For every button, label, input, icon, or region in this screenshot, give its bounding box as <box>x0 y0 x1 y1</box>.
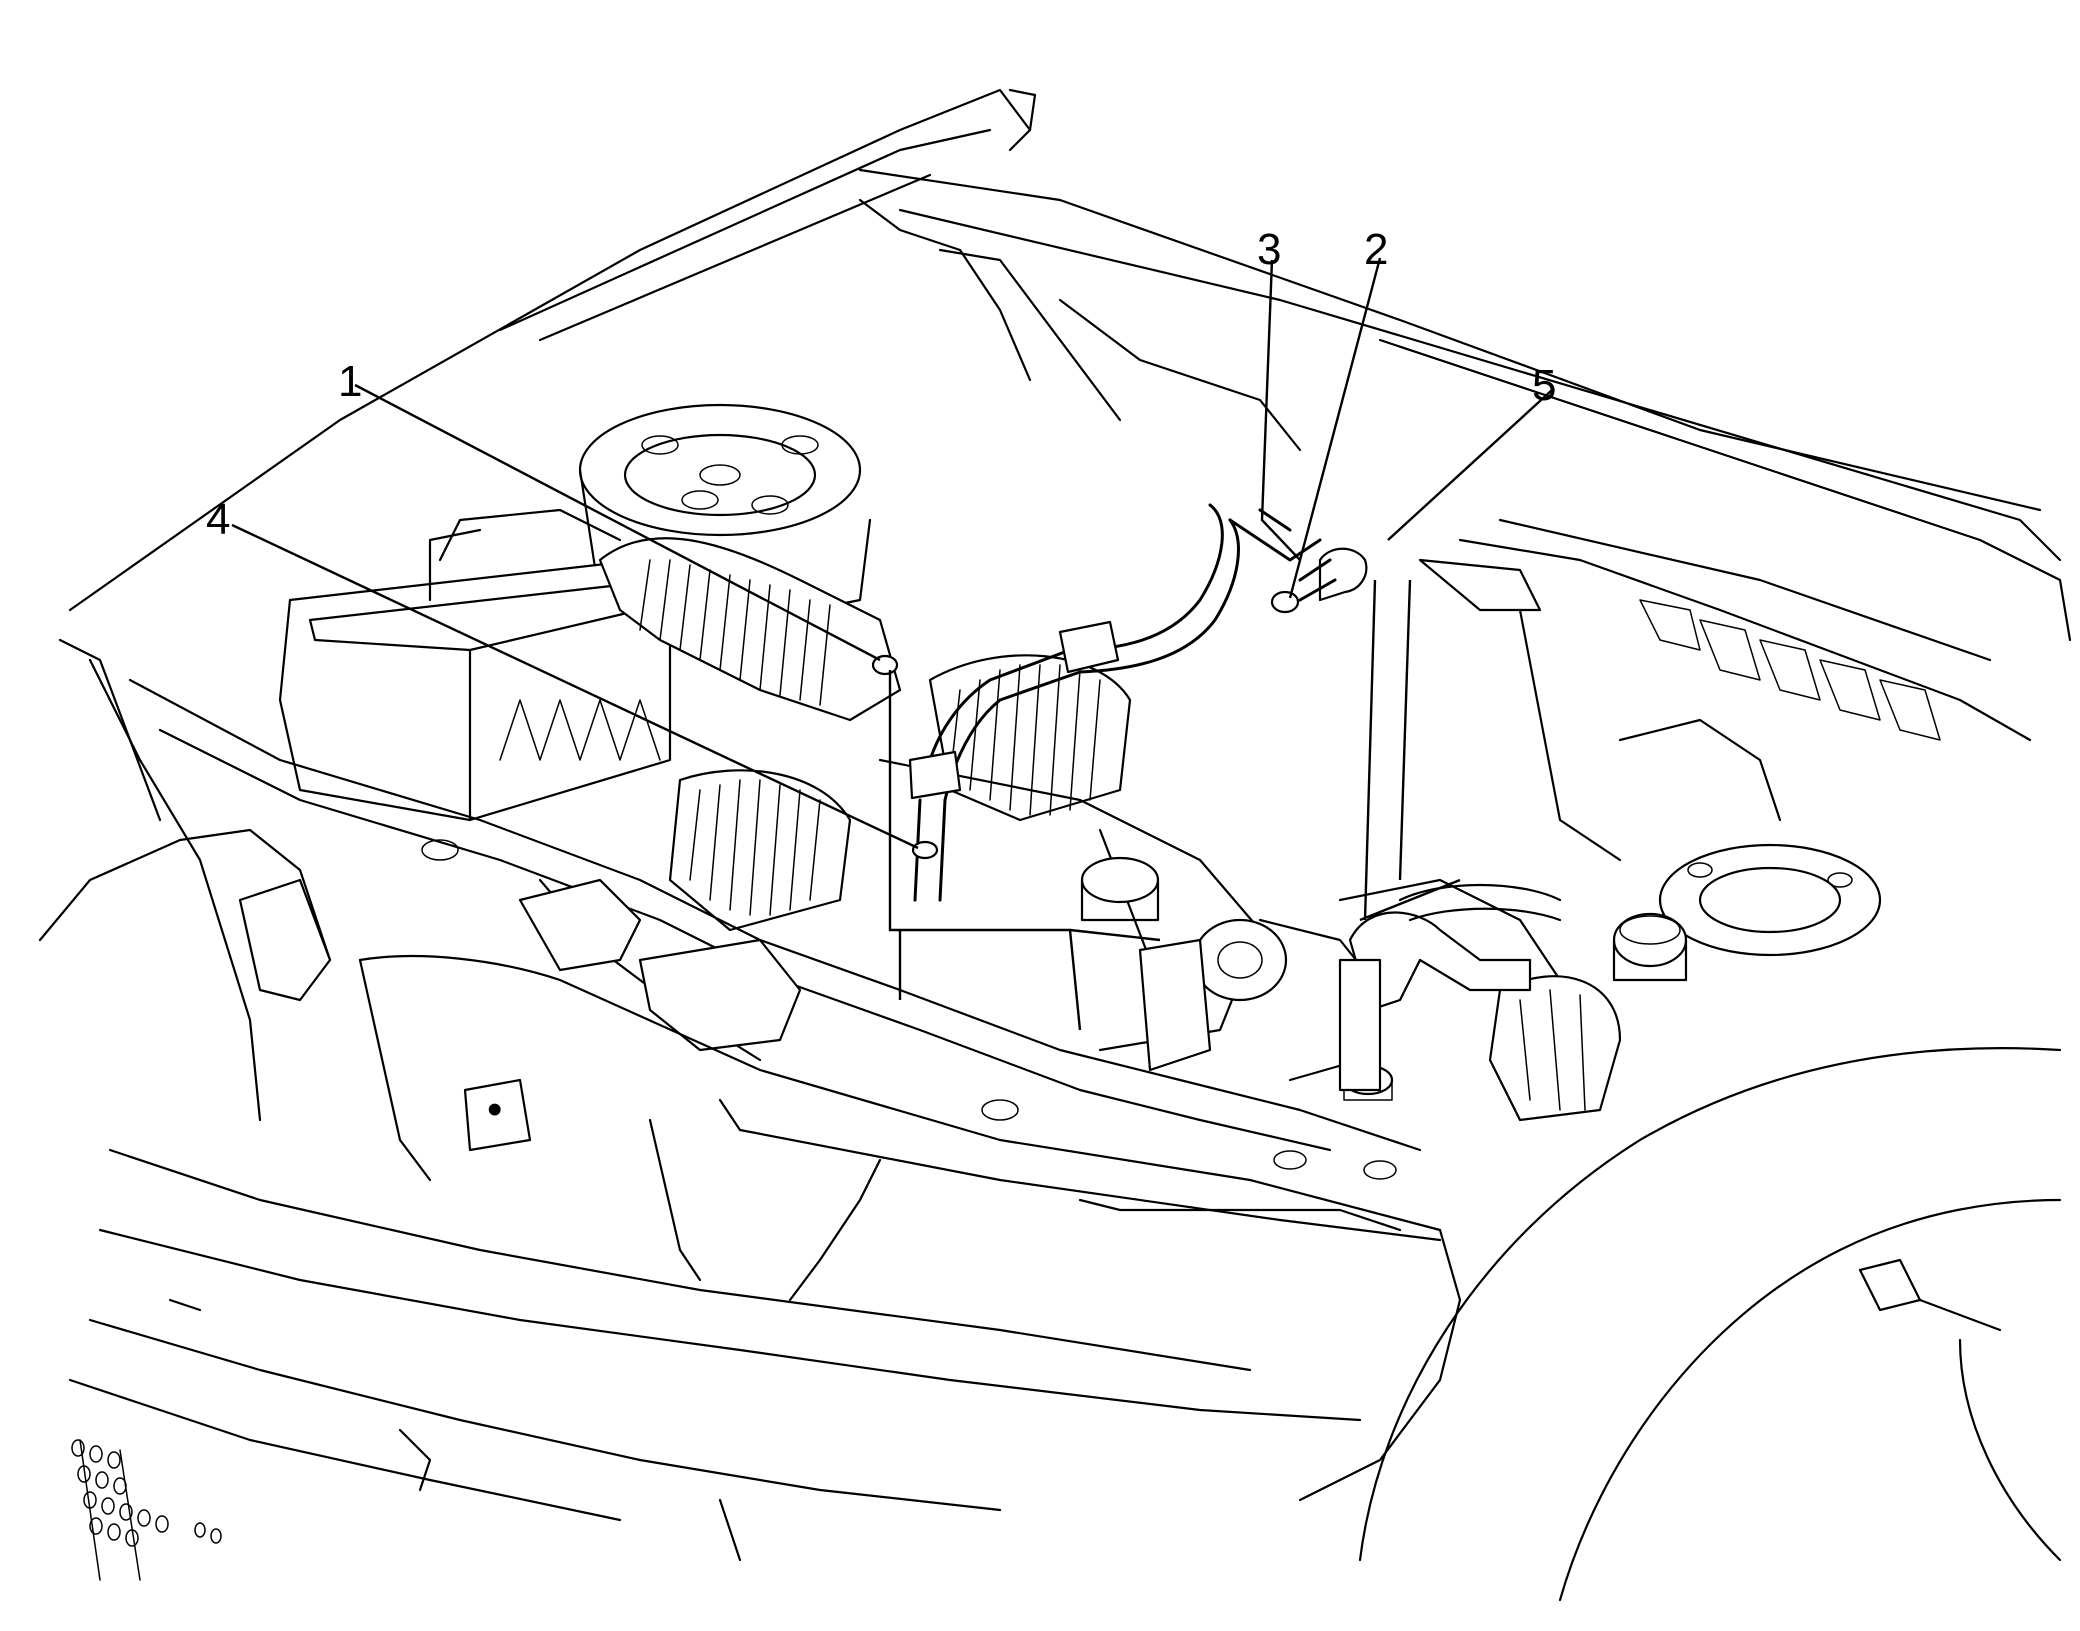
hose-clamp-4 <box>911 840 939 860</box>
hose-fitting-2 <box>1270 590 1300 614</box>
front-fascia <box>68 954 1462 1581</box>
right-strut-tower <box>1658 843 1882 957</box>
left-fender <box>38 638 332 1122</box>
coolant-hoses <box>1338 883 1562 1092</box>
engine-block <box>878 758 1688 1122</box>
grille-badge: • <box>463 1078 532 1152</box>
hood-outline <box>68 88 2072 642</box>
callout-5: 5 <box>1532 361 1556 410</box>
air-cleaner-box <box>278 508 672 822</box>
radiator-support <box>128 678 1422 1180</box>
right-fender <box>1358 1047 2062 1602</box>
cowl-panel <box>1418 518 2032 862</box>
badge-mark: • <box>487 1085 502 1134</box>
callout-2: 2 <box>1364 225 1388 274</box>
callouts: 1 2 3 4 5 <box>206 225 1556 544</box>
callout-3: 3 <box>1257 225 1281 274</box>
leader-lines <box>231 257 1553 1031</box>
callout-1: 1 <box>338 357 362 406</box>
intake-duct <box>598 537 902 722</box>
resonator-duct <box>668 654 1132 932</box>
pcv-valve-5 <box>1318 547 1368 602</box>
lower-grille-holes <box>71 1439 222 1547</box>
pcv-hose-assembly <box>871 503 1368 902</box>
callout-4: 4 <box>206 495 230 544</box>
